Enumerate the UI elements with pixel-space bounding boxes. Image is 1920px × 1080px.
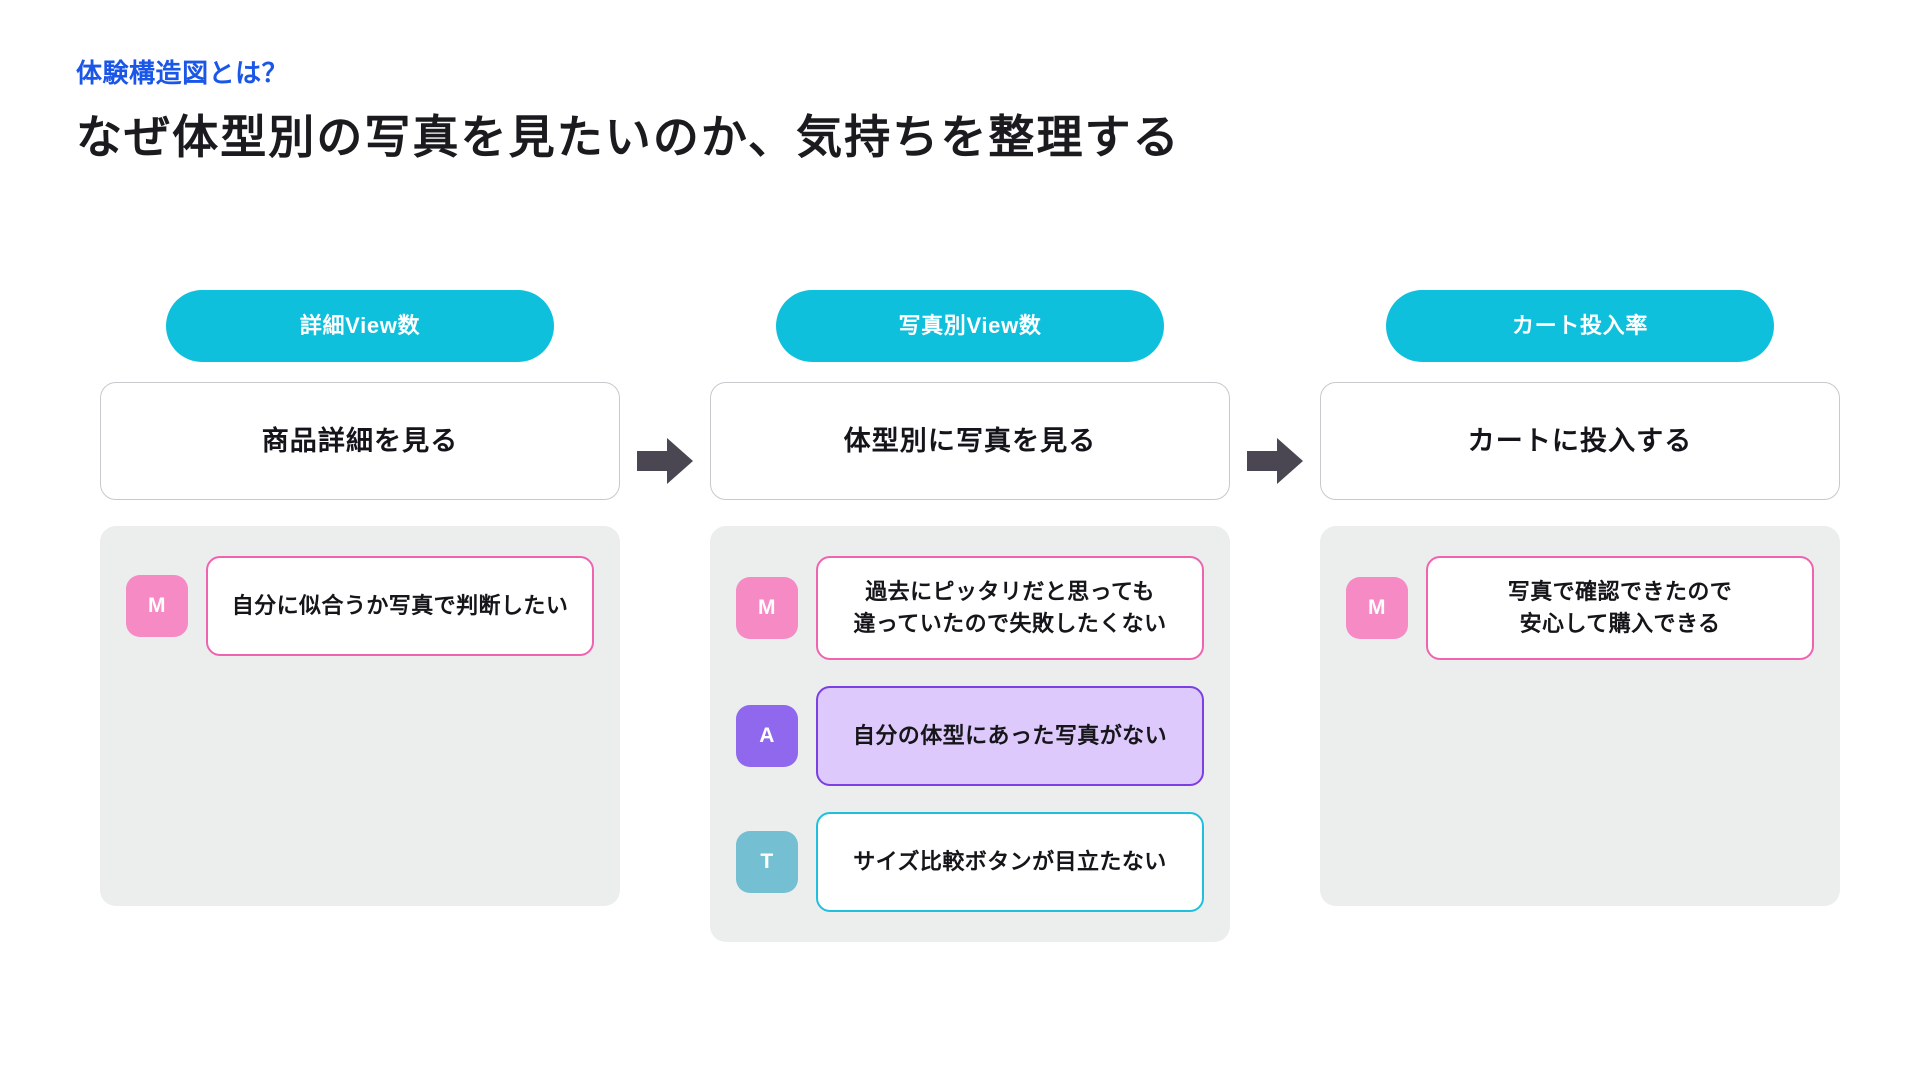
note-row[interactable]: T サイズ比較ボタンが目立たない	[736, 811, 1204, 912]
kpi-pill-label-1: 詳細View数	[299, 313, 421, 338]
step-box-label-2: 体型別に写真を見る	[843, 425, 1097, 456]
note-card[interactable]: 写真で確認できたので 安心して購入できる	[1426, 556, 1814, 660]
note-card[interactable]: 過去にピッタリだと思っても 違っていたので失敗したくない	[816, 556, 1204, 660]
note-card-line: 過去にピッタリだと思っても	[865, 579, 1155, 604]
note-row[interactable]: M 過去にピッタリだと思っても 違っていたので失敗したくない	[736, 556, 1204, 660]
note-badge-motivation: M	[736, 576, 798, 639]
notes-panel-2: M 過去にピッタリだと思っても 違っていたので失敗したくない A	[710, 526, 1230, 942]
note-badge-letter: A	[759, 723, 775, 747]
step-box-label-1: 商品詳細を見る	[261, 425, 459, 456]
step-box-label-3: カートに投入する	[1467, 425, 1693, 456]
note-card-text: サイズ比較ボタンが目立たない	[853, 846, 1167, 878]
note-card-text: 写真で確認できたので 安心して購入できる	[1508, 576, 1732, 640]
note-card-line: サイズ比較ボタンが目立たない	[853, 848, 1167, 874]
kpi-pill-2[interactable]: 写真別View数	[776, 290, 1164, 362]
note-card-text: 自分に似合うか写真で判断したい	[232, 590, 569, 622]
eyebrow-label: 体験構造図とは？	[76, 58, 289, 88]
arrow-right-icon	[637, 436, 693, 491]
kpi-pill-1[interactable]: 詳細View数	[166, 290, 554, 362]
kpi-pill-label-3: カート投入率	[1512, 313, 1648, 338]
note-row[interactable]: A 自分の体型にあった写真がない	[736, 685, 1204, 786]
note-card-line: 自分の体型にあった写真がない	[852, 722, 1168, 748]
step-box-1[interactable]: 商品詳細を見る	[100, 382, 620, 500]
note-badge-touchpoint: T	[736, 830, 798, 893]
note-badge-letter: M	[1368, 595, 1386, 619]
note-row[interactable]: M 自分に似合うか写真で判断したい	[126, 556, 594, 656]
note-card-line: 自分に似合うか写真で判断したい	[231, 593, 569, 619]
note-card[interactable]: サイズ比較ボタンが目立たない	[816, 811, 1204, 912]
flow-column-1: 詳細View数 商品詳細を見る M 自分に似合うか写真で判断したい	[100, 290, 620, 906]
flow-column-2: 写真別View数 体型別に写真を見る M 過去にピッタリだと思っても 違っていた…	[710, 290, 1230, 942]
note-badge-letter: M	[758, 595, 776, 619]
note-card[interactable]: 自分の体型にあった写真がない	[816, 685, 1204, 786]
experience-flow-diagram: 詳細View数 商品詳細を見る M 自分に似合うか写真で判断したい	[100, 290, 1840, 942]
note-badge-motivation: M	[1346, 576, 1408, 639]
note-row[interactable]: M 写真で確認できたので 安心して購入できる	[1346, 556, 1814, 660]
note-card-text: 自分の体型にあった写真がない	[853, 720, 1167, 752]
note-card-line: 違っていたので失敗したくない	[853, 610, 1167, 636]
note-card-line: 安心して購入できる	[1519, 610, 1721, 636]
page-title: なぜ体型別の写真を見たいのか、気持ちを整理する	[76, 111, 1181, 164]
notes-panel-3: M 写真で確認できたので 安心して購入できる	[1320, 526, 1840, 906]
step-box-2[interactable]: 体型別に写真を見る	[710, 382, 1230, 500]
note-card-text: 過去にピッタリだと思っても 違っていたので失敗したくない	[853, 576, 1166, 640]
note-card[interactable]: 自分に似合うか写真で判断したい	[206, 556, 594, 656]
notes-panel-1: M 自分に似合うか写真で判断したい	[100, 526, 620, 906]
arrow-right-icon	[1247, 436, 1303, 491]
step-box-3[interactable]: カートに投入する	[1320, 382, 1840, 500]
flow-column-3: カート投入率 カートに投入する M 写真で確認できたので 安心して購入できる	[1320, 290, 1840, 906]
note-badge-action: A	[736, 704, 798, 767]
kpi-pill-label-2: 写真別View数	[898, 313, 1042, 338]
note-badge-motivation: M	[126, 575, 188, 637]
note-badge-letter: T	[760, 849, 774, 873]
connector-2	[1230, 290, 1320, 710]
note-badge-letter: M	[148, 594, 166, 617]
slide-header: 体験構造図とは？ なぜ体型別の写真を見たいのか、気持ちを整理する	[76, 58, 1776, 167]
connector-1	[620, 290, 710, 710]
note-card-line: 写真で確認できたので	[1507, 579, 1733, 604]
kpi-pill-3[interactable]: カート投入率	[1386, 290, 1774, 362]
